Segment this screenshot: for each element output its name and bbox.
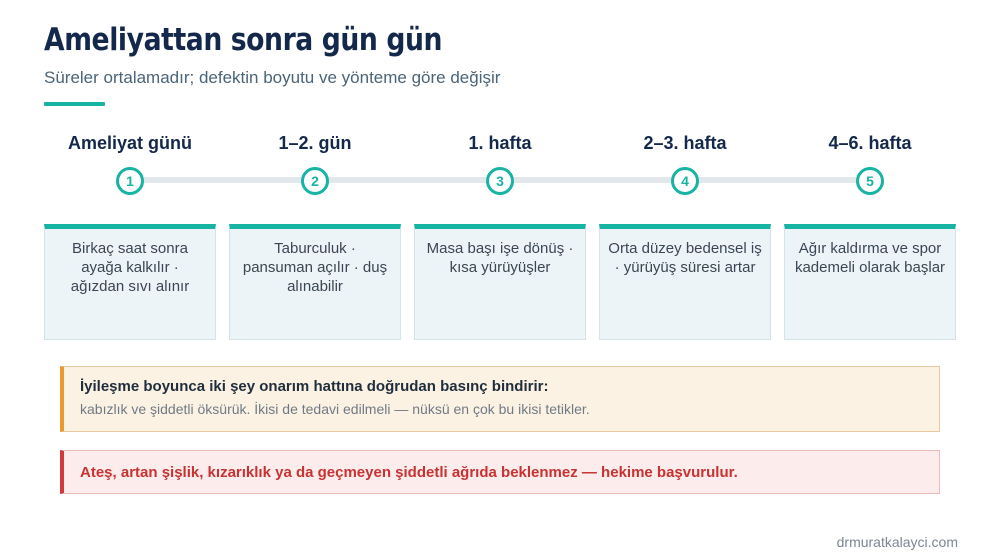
stage-description: Taburculuk · pansuman açılır · duş alına… bbox=[242, 240, 388, 295]
stage-label: 1. hafta bbox=[468, 133, 532, 153]
stage-card: Taburculuk · pansuman açılır · duş alına… bbox=[229, 224, 401, 340]
step-number: 2 bbox=[311, 173, 319, 189]
stage-label: 4–6. hafta bbox=[828, 133, 912, 153]
alert-text: Ateş, artan şişlik, kızarıklık ya da geç… bbox=[80, 464, 738, 481]
step-number: 5 bbox=[866, 173, 874, 189]
step-marker-5: 5 bbox=[856, 167, 884, 195]
title-accent-rule bbox=[44, 102, 105, 106]
step-marker-4: 4 bbox=[671, 167, 699, 195]
alert-callout: Ateş, artan şişlik, kızarıklık ya da geç… bbox=[60, 450, 940, 494]
page-subtitle: Süreler ortalamadır; defektin boyutu ve … bbox=[44, 68, 501, 87]
step-marker-2: 2 bbox=[301, 167, 329, 195]
warning-heading: İyileşme boyunca iki şey onarım hattına … bbox=[80, 378, 549, 395]
stage-card: Orta düzey bedensel iş · yürüyüş süresi … bbox=[599, 224, 771, 340]
stage-description: Birkaç saat sonra ayağa kalkılır · ağızd… bbox=[70, 240, 190, 295]
stage-description: Orta düzey bedensel iş · yürüyüş süresi … bbox=[608, 240, 762, 276]
stage-label: 1–2. gün bbox=[278, 133, 352, 153]
step-number: 3 bbox=[496, 173, 504, 189]
stage-card: Birkaç saat sonra ayağa kalkılır · ağızd… bbox=[44, 224, 216, 340]
stage-card: Ağır kaldırma ve spor kademeli olarak ba… bbox=[784, 224, 956, 340]
page-title: Ameliyattan sonra gün gün bbox=[44, 22, 443, 58]
warning-text: kabızlık ve şiddetli öksürük. İkisi de t… bbox=[80, 401, 590, 417]
stage-card: Masa başı işe dönüş · kısa yürüyüşler bbox=[414, 224, 586, 340]
step-marker-1: 1 bbox=[116, 167, 144, 195]
step-number: 4 bbox=[681, 173, 689, 189]
stage-label: Ameliyat günü bbox=[67, 133, 192, 153]
step-number: 1 bbox=[126, 173, 134, 189]
site-credit: drmuratkalayci.com bbox=[836, 534, 958, 550]
stage-label: 2–3. hafta bbox=[643, 133, 727, 153]
step-marker-3: 3 bbox=[486, 167, 514, 195]
stage-description: Ağır kaldırma ve spor kademeli olarak ba… bbox=[794, 240, 946, 276]
stage-description: Masa başı işe dönüş · kısa yürüyüşler bbox=[426, 240, 574, 276]
warning-callout: İyileşme boyunca iki şey onarım hattına … bbox=[60, 366, 940, 432]
